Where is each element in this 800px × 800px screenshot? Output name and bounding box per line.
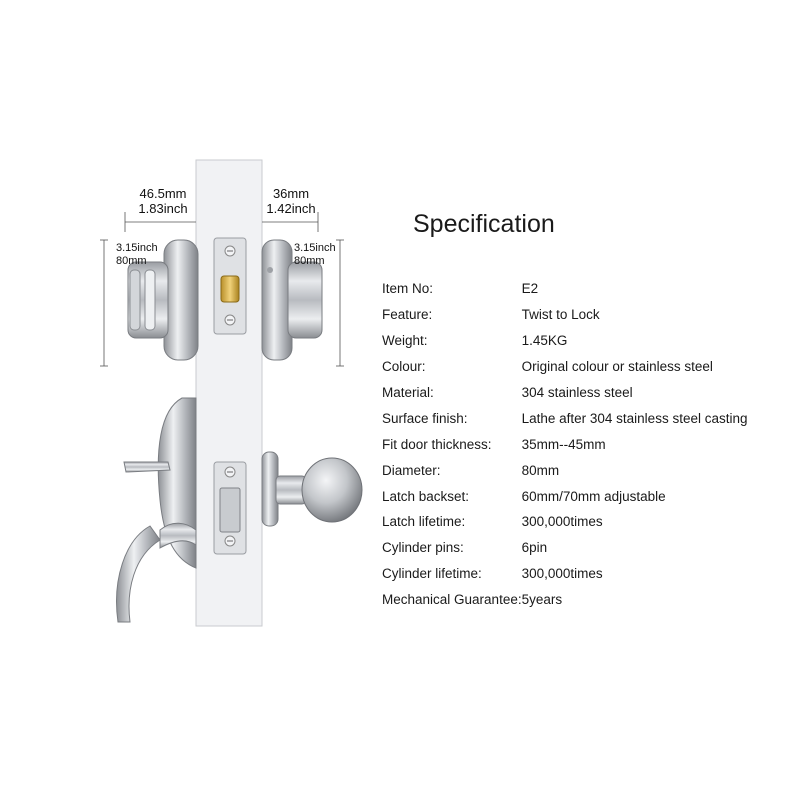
dimension-lines	[100, 212, 344, 367]
spec-label: Cylinder lifetime:	[382, 566, 482, 582]
deadbolt-faceplate	[213, 237, 247, 335]
right-height-inch: 3.15inch	[294, 242, 336, 254]
spec-row: Surface finish: Lathe after 304 stainless…	[382, 405, 747, 431]
spec-value: 60mm/70mm adjustable	[521, 488, 666, 504]
door-slab	[195, 159, 263, 627]
spec-label: Material:	[382, 385, 434, 400]
spec-value: 35mm--45mm	[521, 436, 606, 452]
spec-row: Feature: Twist to Lock	[382, 302, 747, 328]
handleset-grip	[116, 397, 197, 623]
spec-value: 5years	[521, 592, 563, 608]
spec-label: Colour:	[382, 359, 426, 375]
left-height-label: 3.15inch 80mm	[116, 242, 158, 268]
deadbolt-exterior	[127, 239, 199, 361]
spec-row: Latch backset: 60mm/70mm adjustable	[382, 483, 747, 509]
spec-value: Original colour or stainless steel	[521, 359, 713, 375]
spec-label: Weight:	[382, 333, 428, 349]
spec-label: Surface finish:	[382, 410, 468, 426]
spec-label: Diameter:	[382, 462, 441, 478]
spec-row: Item No: E2	[382, 276, 747, 302]
left-depth-mm: 46.5mm	[139, 186, 187, 201]
spec-row: Fit door thickness: 35mm--45mm	[382, 431, 747, 457]
spec-value: 304 stainless steel	[521, 385, 633, 400]
spec-row: Material: 304 stainless steel	[382, 380, 747, 406]
spec-value: 6pin	[521, 540, 548, 556]
spec-value: Twist to Lock	[521, 307, 600, 323]
right-depth-inch: 1.42inch	[266, 201, 316, 216]
spec-label: Mechanical Guarantee:	[382, 592, 522, 608]
left-height-mm: 80mm	[116, 255, 147, 267]
spec-row: Cylinder lifetime: 300,000times	[382, 561, 747, 587]
spec-value: Lathe after 304 stainless steel casting	[521, 410, 748, 426]
spec-title: Specification	[413, 210, 555, 238]
right-depth-mm: 36mm	[272, 186, 310, 201]
spec-label: Feature:	[382, 307, 433, 323]
interior-knob	[261, 451, 363, 527]
spec-row: Latch lifetime: 300,000times	[382, 509, 747, 535]
deadbolt-interior	[261, 239, 323, 361]
spec-value: 300,000times	[521, 566, 603, 582]
right-height-label: 3.15inch 80mm	[294, 242, 336, 268]
spec-label: Item No:	[382, 281, 434, 297]
spec-row: Diameter: 80mm	[382, 457, 747, 483]
spec-value: 1.45KG	[521, 333, 568, 349]
right-height-mm: 80mm	[294, 255, 325, 267]
spec-value: 300,000times	[521, 514, 603, 530]
left-height-inch: 3.15inch	[116, 242, 158, 254]
spec-row: Colour: Original colour or stainless stee…	[382, 354, 747, 380]
spec-row: Cylinder pins: 6pin	[382, 535, 747, 561]
spec-value: 80mm	[521, 462, 560, 478]
spec-row: Mechanical Guarantee:5years	[382, 587, 747, 613]
left-depth-label: 46.5mm 1.83inch	[130, 186, 196, 216]
spec-label: Latch lifetime:	[382, 514, 466, 530]
spec-label: Latch backset:	[382, 488, 470, 504]
left-depth-inch: 1.83inch	[138, 201, 188, 216]
spec-label: Fit door thickness:	[382, 436, 492, 452]
right-depth-label: 36mm 1.42inch	[258, 186, 324, 216]
spec-row: Weight: 1.45KG	[382, 328, 747, 354]
spec-label: Cylinder pins:	[382, 540, 464, 556]
latch-faceplate	[213, 461, 247, 555]
spec-value: E2	[521, 281, 539, 297]
